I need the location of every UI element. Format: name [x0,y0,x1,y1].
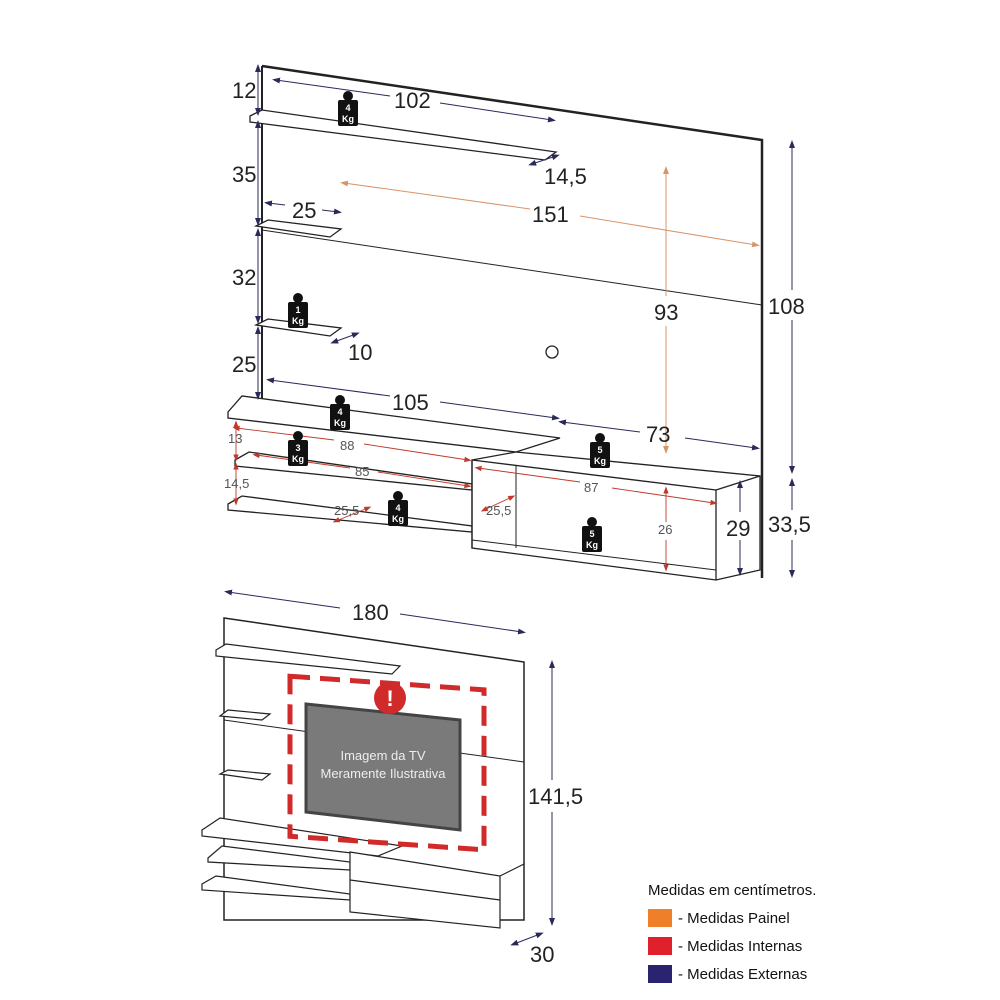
legend-label: - Medidas Painel [678,909,790,927]
dim-rack-left-width: 105 [392,390,429,415]
svg-text:Kg: Kg [334,418,346,428]
tv-label-line1: Imagem da TV [340,748,425,763]
dim-niche-depth-left: 25,5 [334,503,359,518]
tv-screen [304,702,462,832]
legend-item-internal: - Medidas Internas [648,932,816,960]
legend-label: - Medidas Internas [678,937,803,955]
svg-text:Kg: Kg [594,456,606,466]
tv-label-line2: Meramente Ilustrativa [321,766,447,781]
dim-total-depth: 30 [530,942,554,967]
svg-text:Kg: Kg [342,114,354,124]
dim-niche-width-upper: 88 [340,438,354,453]
svg-text:Kg: Kg [392,514,404,524]
dim-total-rack-height: 33,5 [768,512,811,537]
dim-total-height: 141,5 [528,784,583,809]
legend-swatch-red [648,937,672,955]
dim-gap-4: 25 [232,352,256,377]
dim-niche-height-2: 14,5 [224,476,249,491]
weight-icon: 4Kg [330,395,350,430]
svg-text:!: ! [386,686,393,711]
svg-text:4: 4 [337,407,342,417]
weight-icon: 5Kg [582,517,602,552]
dim-top-gap: 12 [232,78,256,103]
dim-niche-width-right: 87 [584,480,598,495]
legend-title: Medidas em centímetros. [648,882,817,899]
svg-text:4: 4 [395,503,400,513]
dim-small-shelf-depth: 10 [348,340,372,365]
dim-rack-right-width: 73 [646,422,670,447]
svg-text:5: 5 [589,529,594,539]
dim-niche-width-lower: 85 [355,464,369,479]
svg-text:Kg: Kg [292,316,304,326]
dim-gap-3: 32 [232,265,256,290]
panel-dimension-lines [340,166,760,454]
weight-icon: 1Kg [288,293,308,328]
svg-text:4: 4 [345,103,350,113]
svg-text:Kg: Kg [586,540,598,550]
dim-niche-height-1: 13 [228,431,242,446]
dim-niche-depth-mid: 25,5 [486,503,511,518]
dim-total-width: 180 [352,600,389,625]
svg-text:Kg: Kg [292,454,304,464]
external-dimension-lines [255,64,795,578]
legend-item-panel: - Medidas Painel [648,904,816,932]
dim-shelf-top-depth: 14,5 [544,164,587,189]
bottom-dimension-lines [224,589,555,946]
weight-icon: 5Kg [590,433,610,468]
weight-icon: 4Kg [388,491,408,526]
legend-item-external: - Medidas Externas [648,960,816,988]
dim-niche-height-right: 26 [658,522,672,537]
dim-shelf-top-width: 102 [394,88,431,113]
dim-gap-2: 35 [232,162,256,187]
top-panel [227,64,764,581]
legend-swatch-navy [648,965,672,983]
weight-icon: 4Kg [338,91,358,126]
dim-panel-tv-height: 93 [654,300,678,325]
dim-panel-height: 108 [768,294,805,319]
svg-text:3: 3 [295,443,300,453]
dim-small-shelf-width: 25 [292,198,316,223]
legend-label: - Medidas Externas [678,965,808,983]
weight-icon: 3Kg [288,431,308,466]
dim-panel-width: 151 [532,202,569,227]
svg-text:1: 1 [295,305,300,315]
legend: Medidas em centímetros. - Medidas Painel… [648,882,816,988]
dim-rack-height: 29 [726,516,750,541]
legend-swatch-orange [648,909,672,927]
warning-icon: ! [374,682,406,714]
svg-text:5: 5 [597,445,602,455]
